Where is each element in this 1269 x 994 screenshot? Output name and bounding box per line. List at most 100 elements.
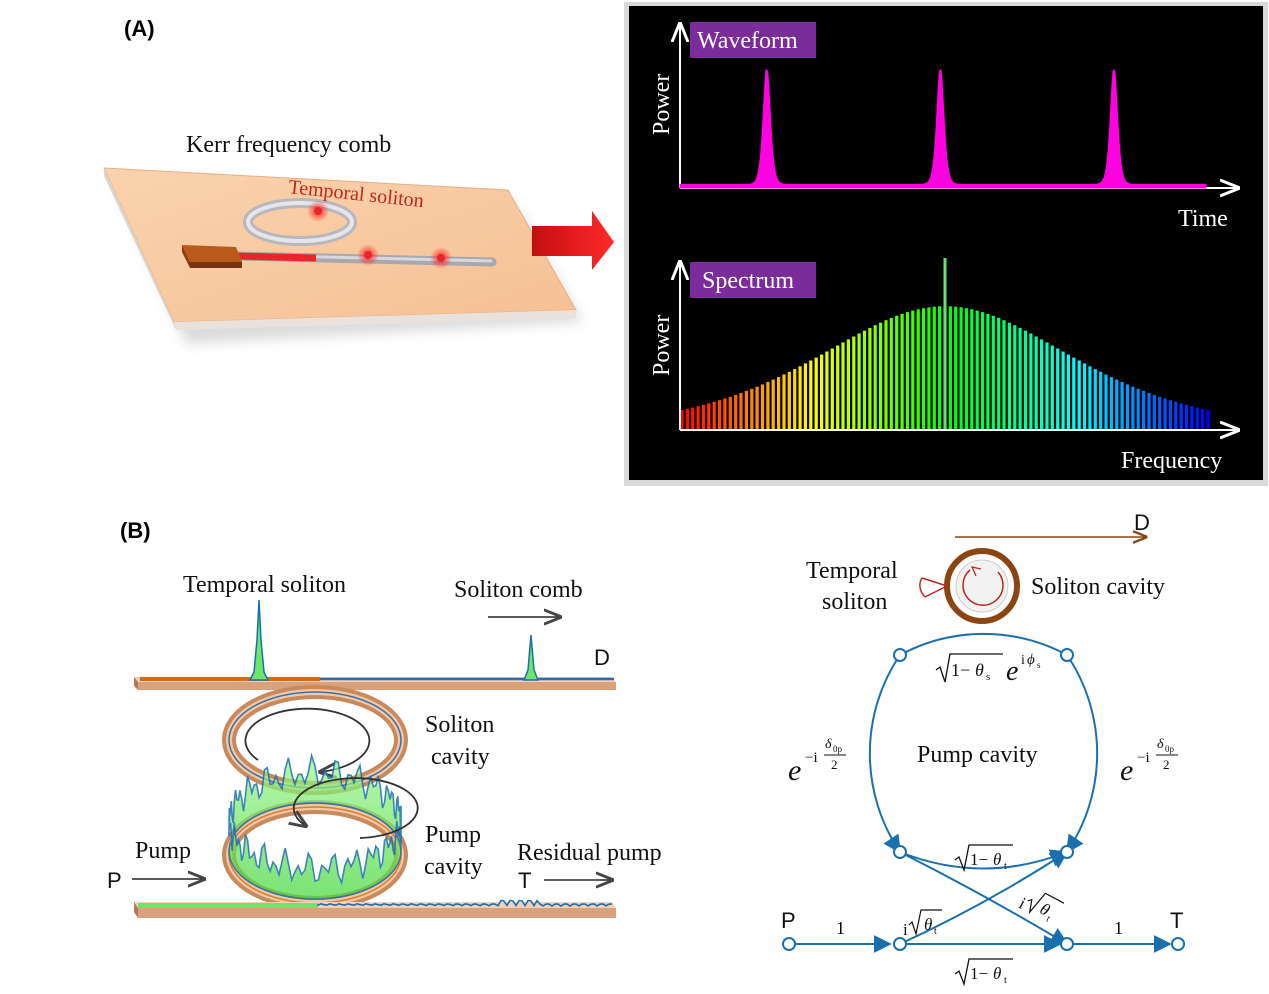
spectrum-comb-line [846,339,850,430]
formula-cross-right: i θ t [1016,892,1065,925]
spectrum-comb-line [739,393,743,430]
spectrum-comb-line [1034,336,1038,430]
flow-gain-out: 1 [1114,918,1123,938]
svg-text:θ: θ [993,850,1001,869]
device-soliton-cavity-2: cavity [431,744,490,770]
spectrum-x-label: Frequency [1121,448,1222,474]
spectrum-comb-line [755,386,759,430]
spectrum-comb-line [1077,360,1081,430]
formula-left: e −i δ 0p 2 [788,737,846,787]
red-arrow-icon [532,211,614,270]
spectrum-comb-line [1023,330,1028,430]
spectrum-comb-line [836,345,840,430]
node [1060,845,1074,859]
signal-flow-graph: 1− θ s e i ϕ s e −i δ 0p 2 e −i δ 0p 2 1… [782,537,1185,987]
spectrum-comb-line [750,388,754,430]
flow-temporal-label-2: soliton [822,589,887,615]
spectrum-comb-line [1109,377,1113,430]
spectrum-comb-line [712,401,716,430]
spectrum-comb-line [1115,379,1119,430]
spectrum-comb-line [911,310,915,430]
spectrum-comb-line [1072,357,1076,430]
spectrum-comb-line [1152,394,1156,430]
chip-illustration [103,167,582,344]
spectrum-comb-line [1147,393,1151,430]
spectrum-comb-line [1093,369,1097,430]
spectrum-comb-line [809,360,813,430]
node [893,937,907,951]
chip-title: Kerr frequency comb [186,132,391,158]
spectrum-comb-line [723,398,727,430]
device-residual-pump: Residual pump [517,840,662,866]
spectrum-comb-line [1125,384,1130,430]
spectrum-comb-line [1120,382,1124,430]
spectrum-comb-line [1066,354,1070,430]
formula-cross-left: i θ t [903,909,942,939]
spectrum-comb-line [1131,386,1135,430]
svg-text:θ: θ [993,964,1001,983]
spectrum-comb-line [1007,322,1011,430]
spectrum-comb-line [1018,327,1022,430]
spectrum-comb-line [986,313,990,430]
panel-b-label: (B) [120,518,151,543]
svg-text:s: s [986,671,990,683]
flow-top-arc [899,632,1068,656]
waveform-x-label: Time [1178,206,1228,232]
spectrum-comb-line [954,306,958,430]
spectrum-comb-line [798,366,802,430]
node [1060,937,1074,951]
spectrum-comb-line [981,312,985,430]
svg-text:θ: θ [924,915,932,934]
node [1060,648,1074,662]
formula-top: 1− θ s e i ϕ s [935,652,1041,687]
spectrum-comb-line [734,394,738,430]
spectrum-comb-line [964,308,969,430]
spectrum-comb-line [1099,371,1103,430]
device-illustration [132,599,616,918]
spectrum-y-label: Power [649,315,675,376]
spectrum-comb-line [1142,390,1146,430]
spectrum-comb-line [696,406,700,430]
device-port-p: P [107,868,122,893]
soliton-arrow [962,569,1004,606]
spectrum-comb-line [787,371,791,430]
svg-text:δ: δ [1157,737,1164,752]
svg-text:i: i [1016,894,1029,913]
spectrum-comb-line [841,342,845,430]
spectrum-comb-line [997,317,1001,430]
svg-text:e: e [1006,656,1018,687]
svg-text:2: 2 [1163,757,1170,772]
spectrum-comb-line [1163,398,1167,430]
spectrum-comb-line [685,408,689,430]
spectrum-bars [680,258,1210,430]
spectrum-comb-line [868,327,872,430]
spectrum-comb-line [975,310,979,430]
flow-pump-cavity: Pump cavity [917,742,1038,768]
spectrum-comb-line [744,390,748,430]
flow-right-arc [1065,654,1099,854]
svg-text:t: t [1004,975,1007,986]
panel-a-label: (A) [124,16,155,41]
spectrum-comb-line [900,313,904,430]
flow-soliton-cavity: Soliton cavity [1031,574,1165,600]
svg-text:1−: 1− [970,964,988,983]
spectrum-comb-line [916,309,920,430]
spectrum-comb-line [938,306,942,430]
formula-right: e −i δ 0p 2 [1120,737,1178,787]
flow-gain-in: 1 [836,918,845,938]
svg-text:0p: 0p [833,744,843,754]
flow-left-arc [868,654,902,854]
spectrum-comb-line [707,403,711,430]
flow-port-d: D [1134,510,1150,535]
svg-text:t: t [934,926,937,937]
spectrum-comb-line [1190,406,1194,430]
spectrum-comb-line [1201,408,1205,430]
formula-bottom-arc: 1− θ t [954,844,1013,873]
spectrum-comb-line [1013,325,1017,430]
svg-text:1−: 1− [951,660,970,680]
flow-bottom-arc [899,849,1069,870]
spectrum-comb-line [884,320,888,430]
device-temporal-soliton: Temporal soliton [183,572,346,598]
spectrum-comb-line [782,374,786,430]
